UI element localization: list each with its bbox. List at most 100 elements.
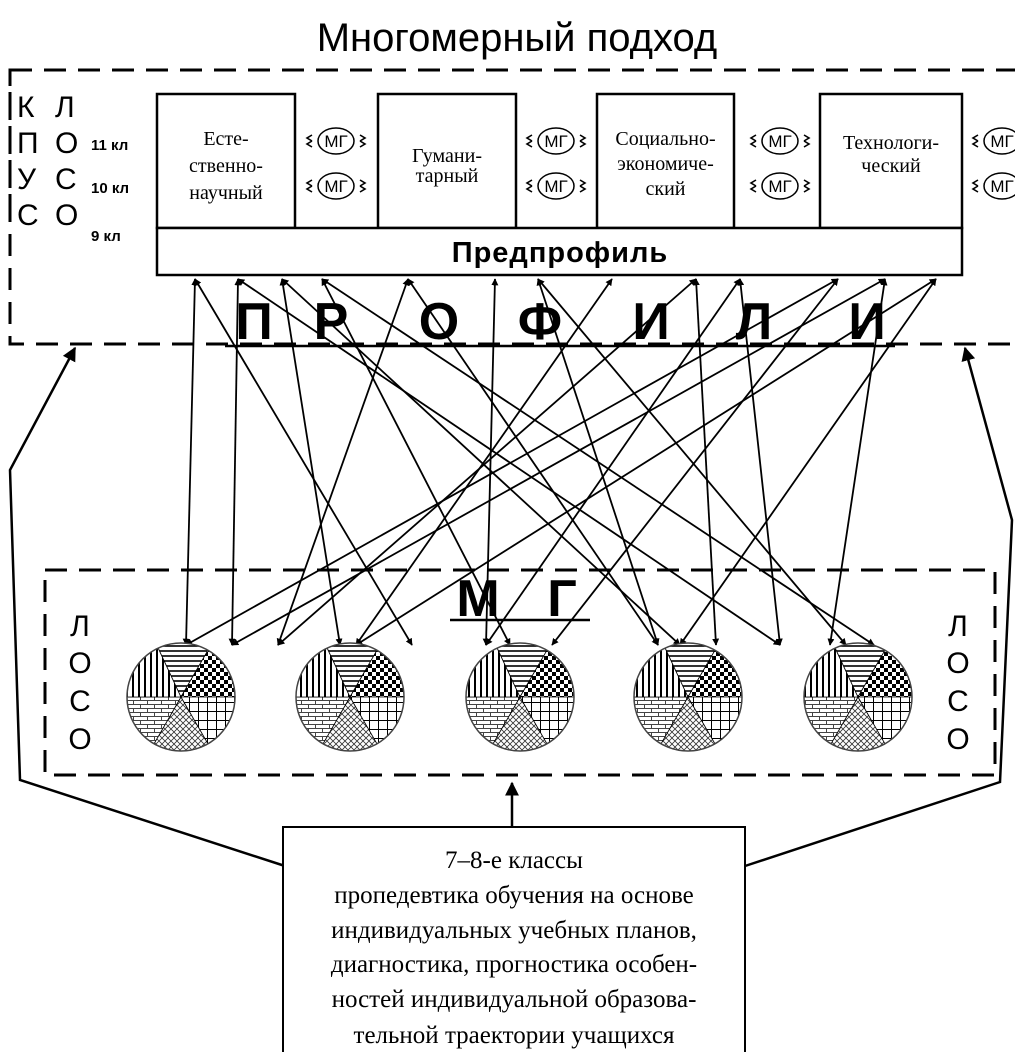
side-letter-b: Л: [55, 91, 75, 124]
profile-box: [376, 92, 518, 230]
side-letter-a: К: [17, 91, 35, 124]
right-feedback-arrow: [744, 346, 1014, 868]
mg-bubble-label: МГ: [768, 177, 791, 196]
bottom-note-line: диагностика, прогностика особен-: [331, 951, 697, 978]
feedback-arrows: [8, 346, 1014, 868]
mg-chevron-right-icon: [579, 179, 587, 193]
mg-bubble: [537, 127, 575, 155]
group-circle: [295, 642, 405, 752]
mg-bubble-label: МГ: [324, 177, 347, 196]
mg-chevron-left-icon: [305, 134, 313, 148]
profile-boxes: Есте-ственно-научный Гумани-тарный Социаль…: [155, 92, 964, 230]
profili-letter: И: [632, 293, 669, 351]
profile-label: Социально-: [615, 128, 715, 150]
bottom-note-line: 7–8-е классы: [445, 847, 583, 874]
mg-chevron-left-icon: [971, 134, 979, 148]
group-circle: [803, 642, 913, 752]
group-circles: [126, 642, 913, 752]
bidirectional-arrow: [551, 278, 839, 646]
loso-letter: С: [69, 685, 91, 718]
mg-heading-letter: М: [456, 570, 499, 628]
profile-box: [595, 92, 736, 230]
mg-bubble: [317, 127, 355, 155]
bottom-note-line: индивидуальных учебных планов,: [331, 917, 697, 944]
profili-letter: И: [848, 293, 885, 351]
bottom-note-box: [282, 826, 746, 1052]
profile-label: ческий: [861, 155, 921, 177]
mg-bubble: [761, 172, 799, 200]
loso-letter: О: [68, 723, 91, 756]
grade-label: 9 кл: [91, 228, 121, 245]
side-letter-b: О: [55, 199, 78, 232]
mg-chevron-left-icon: [525, 179, 533, 193]
bottom-note-line: ностей индивидуальной образова-: [332, 986, 697, 1013]
bottom-note-line: тельной траектории учащихся: [354, 1022, 675, 1049]
bidirectional-arrow: [281, 278, 681, 646]
side-letter-a: П: [17, 127, 39, 160]
loso-letter: О: [946, 723, 969, 756]
loso-letter: О: [68, 647, 91, 680]
profile-label: ственно-: [189, 155, 263, 177]
mg-chevron-left-icon: [749, 134, 757, 148]
mg-chevron-left-icon: [971, 179, 979, 193]
mg-chevron-right-icon: [579, 134, 587, 148]
mg-chevron-left-icon: [305, 179, 313, 193]
mg-chevron-left-icon: [525, 134, 533, 148]
mg-bubble: [317, 172, 355, 200]
profile-label: ский: [646, 178, 686, 200]
mg-bubble-label: МГ: [990, 132, 1013, 151]
side-letter-b: О: [55, 127, 78, 160]
profile-label: научный: [189, 182, 263, 204]
mg-chevron-right-icon: [803, 179, 811, 193]
profili-letter: Р: [314, 293, 349, 351]
loso-letter: Л: [70, 610, 90, 643]
preprofile-box: [155, 226, 964, 277]
group-circle: [126, 642, 236, 752]
profile-label: экономиче-: [617, 153, 714, 175]
mg-bubble: [761, 127, 799, 155]
mg-chevron-right-icon: [803, 134, 811, 148]
profili-letter: Ф: [518, 293, 562, 351]
loso-letter: О: [946, 647, 969, 680]
profili-letter: П: [235, 293, 272, 351]
profile-link-arrows: [182, 278, 937, 646]
profile-box: [155, 92, 297, 230]
group-circle: [633, 642, 743, 752]
preprofile-label: Предпрофиль: [452, 237, 669, 269]
profile-label: Есте-: [203, 128, 248, 150]
profili-letter: О: [419, 293, 459, 351]
profile-label: Технологи-: [843, 132, 939, 154]
mg-bubble-label: МГ: [544, 177, 567, 196]
group-circle: [465, 642, 575, 752]
grade-labels: 11 кл 10 кл 9 кл: [91, 137, 129, 245]
profile-label: тарный: [416, 165, 479, 187]
page-title: Многомерный подход: [317, 16, 718, 60]
mg-bubble-label: МГ: [324, 132, 347, 151]
mg-chevron-right-icon: [359, 134, 367, 148]
loso-letter: Л: [948, 610, 968, 643]
profile-box: [818, 92, 964, 230]
mg-bubble: [537, 172, 575, 200]
mg-chevron-right-icon: [359, 179, 367, 193]
mg-bubble-label: МГ: [990, 177, 1013, 196]
bidirectional-arrow: [537, 278, 847, 646]
mg-bubble-label: МГ: [544, 132, 567, 151]
left-feedback-arrow: [8, 346, 286, 868]
grade-label: 11 кл: [91, 137, 128, 154]
grade-label: 10 кл: [91, 180, 129, 197]
bidirectional-arrow: [679, 278, 937, 646]
mg-chevron-left-icon: [749, 179, 757, 193]
mg-heading-letter: Г: [547, 570, 576, 628]
mg-bubble: [983, 172, 1015, 200]
side-letter-b: С: [55, 163, 77, 196]
profile-label: Гумани-: [412, 145, 482, 167]
bidirectional-arrow: [182, 278, 199, 646]
